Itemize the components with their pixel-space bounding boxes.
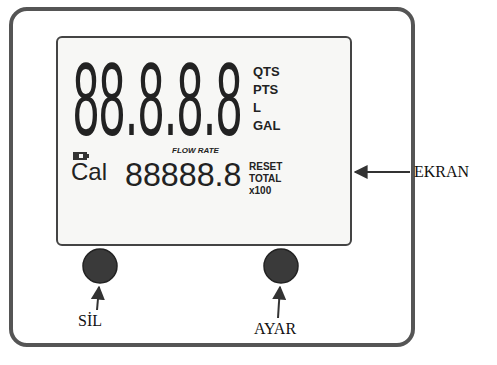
cal-label: Cal	[71, 160, 107, 184]
unit-label: QTS	[253, 65, 280, 78]
callout-label: SİL	[78, 313, 102, 329]
main-digits: 88.8.8.8	[73, 47, 242, 151]
leader-arrow	[355, 171, 410, 173]
unit-label: PTS	[253, 83, 278, 96]
total-label: TOTAL	[249, 174, 281, 184]
flow-rate-label: FLOW RATE	[172, 147, 219, 155]
unit-label: GAL	[253, 119, 280, 132]
lcd-screen: 88.8.8.8 QTS PTS L GAL FLOW RATE Cal 88888.8 RES…	[57, 37, 351, 245]
leader-arrow	[97, 287, 99, 310]
battery-icon	[73, 152, 89, 160]
leader-arrow	[278, 287, 280, 318]
total-label: RESET	[249, 162, 282, 172]
ayar-button	[264, 249, 298, 283]
total-label: x100	[249, 186, 271, 196]
sil-button	[83, 249, 117, 283]
screen-frame	[57, 37, 351, 245]
total-digits: 88888.8	[125, 158, 241, 192]
callout-label: AYAR	[254, 321, 296, 337]
unit-label: L	[253, 101, 261, 114]
housing	[11, 9, 413, 345]
callout-label: EKRAN	[414, 164, 469, 180]
